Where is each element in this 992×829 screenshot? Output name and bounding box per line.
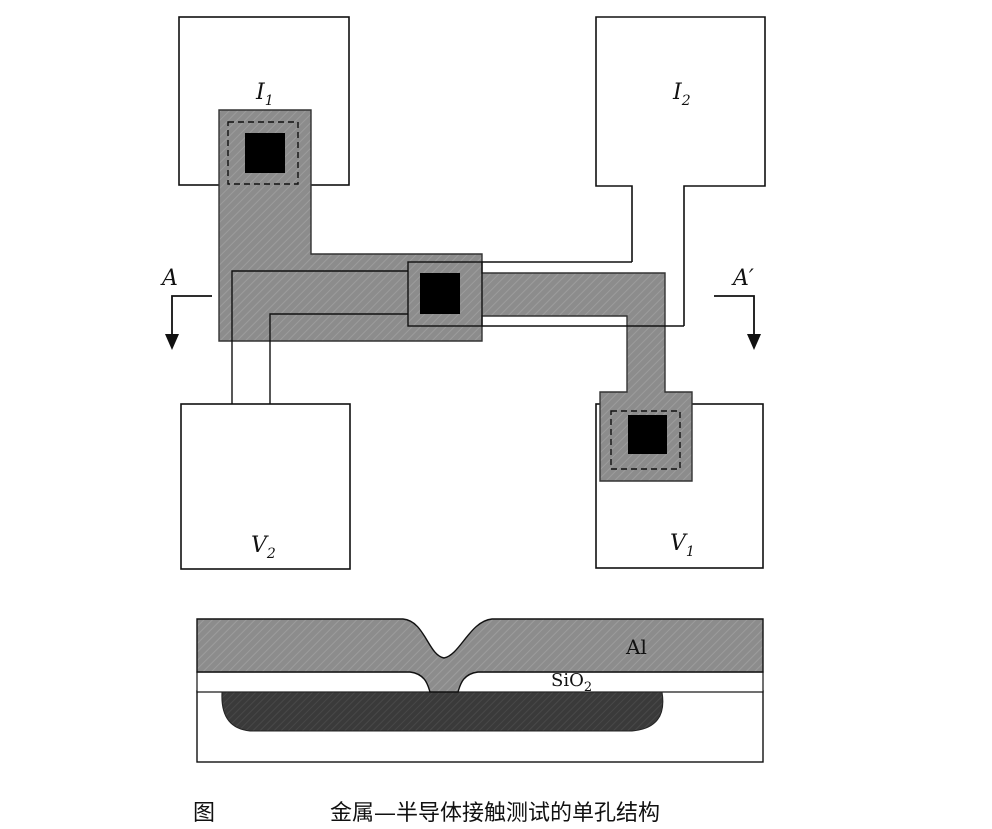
label-a-prime: A′ — [731, 266, 754, 291]
diffusion-outline-bottom — [269, 313, 684, 404]
label-v1: V1 — [670, 531, 695, 560]
label-i2: I2 — [672, 80, 691, 109]
pad-i2 — [595, 16, 766, 326]
label-al: Al — [625, 635, 647, 659]
contact-dashed-i1 — [227, 121, 299, 185]
contact-dashed-v1 — [610, 410, 681, 470]
figure-label: 图 — [193, 801, 216, 826]
contact-hole-i1 — [245, 133, 285, 173]
label-v2: V2 — [251, 533, 276, 562]
contact-hole-v1 — [628, 415, 667, 454]
section-marker-a — [171, 295, 212, 342]
diffusion-outline-top — [231, 261, 632, 404]
label-a: A — [160, 266, 178, 291]
pad-v2 — [180, 403, 351, 570]
sio2-layer — [196, 671, 764, 693]
arrow-down-icon — [165, 334, 179, 350]
figure-caption: 金属—半导体接触测试的单孔结构 — [330, 801, 661, 826]
label-i1: I1 — [255, 80, 274, 109]
contact-hole-center — [420, 273, 460, 314]
section-marker-a-prime — [714, 295, 755, 342]
contact-frame-center — [407, 261, 483, 327]
diffusion-region — [221, 691, 664, 732]
label-sio2: SiO2 — [551, 670, 592, 695]
al-layer — [196, 618, 764, 693]
arrow-down-icon — [747, 334, 761, 350]
